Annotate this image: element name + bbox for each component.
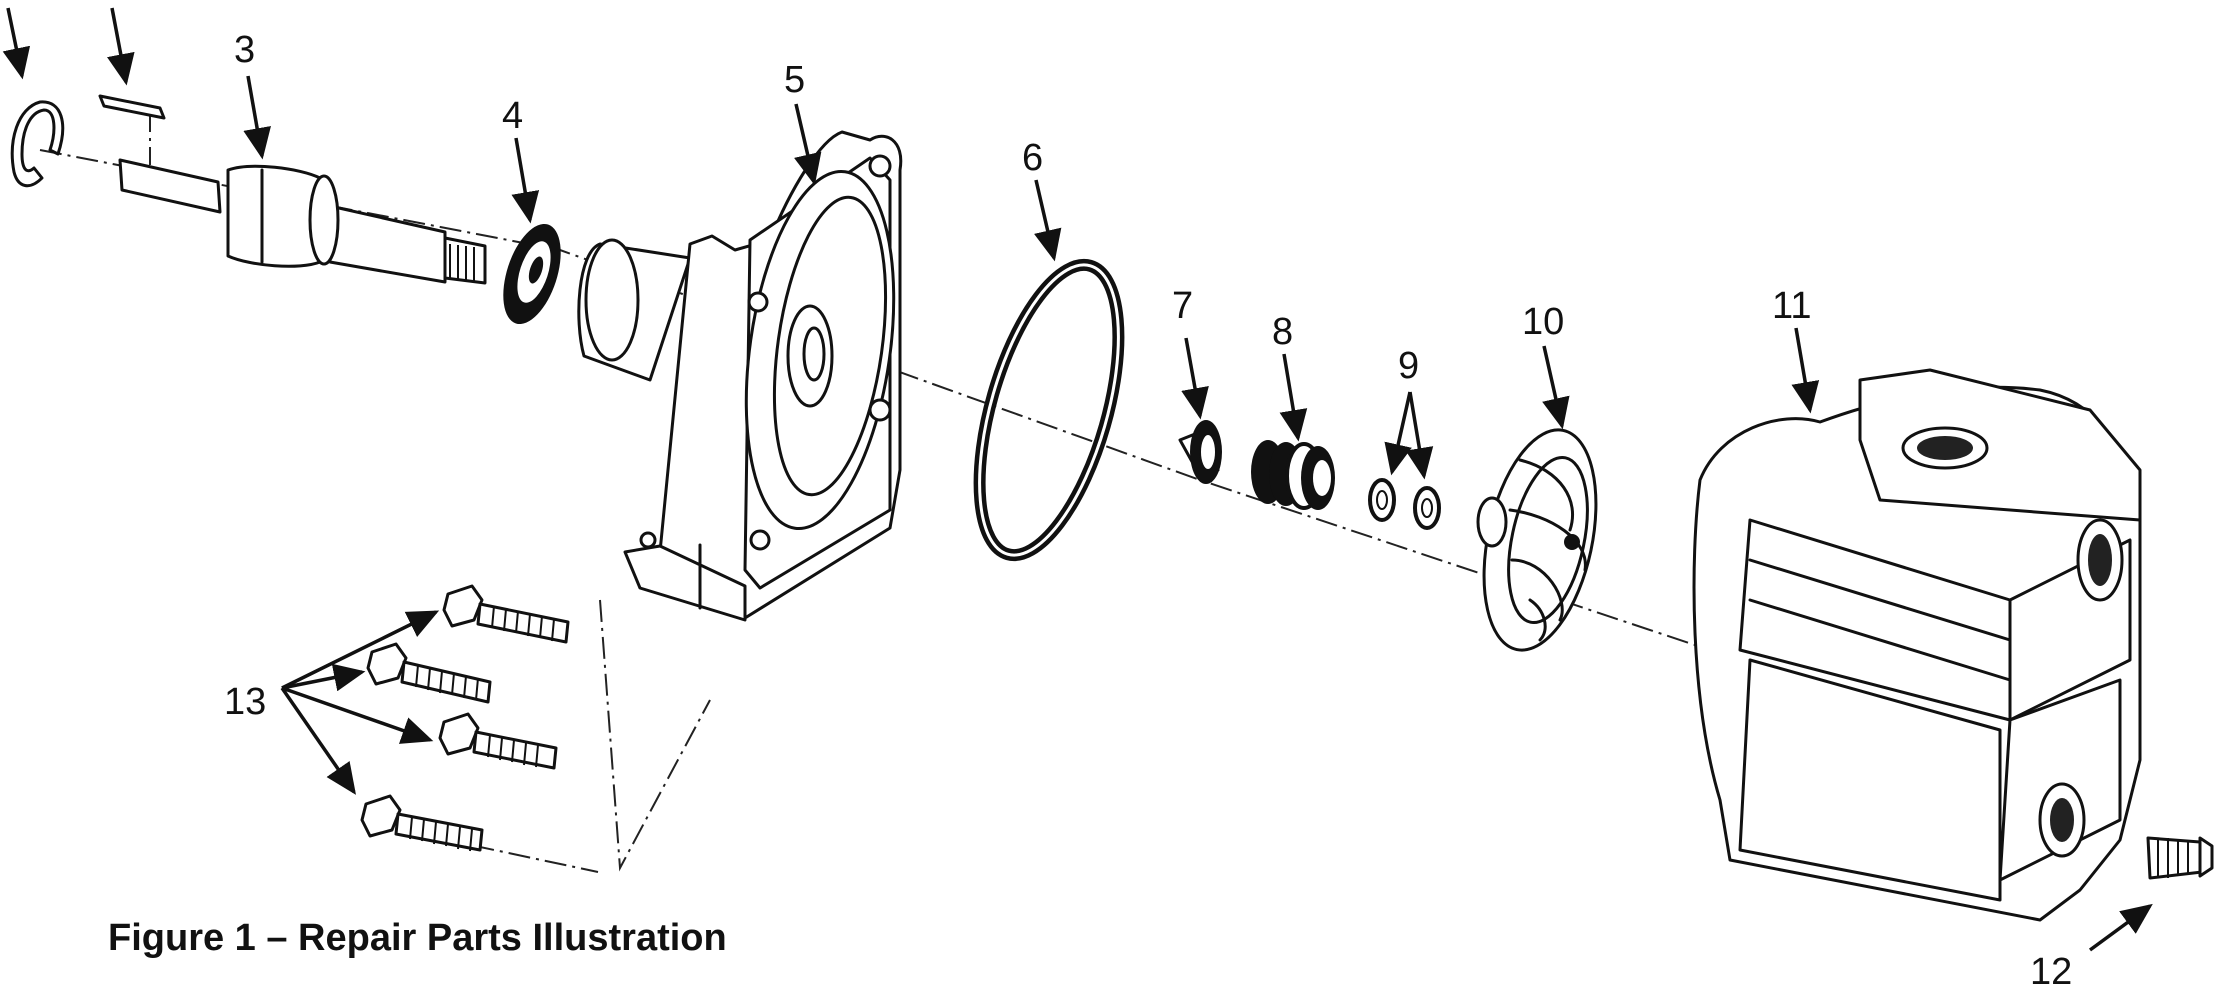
leader-arrows xyxy=(2,7,2153,952)
o-ring-gasket xyxy=(973,258,1125,562)
callout-4: 4 xyxy=(502,95,523,137)
capscrew xyxy=(442,584,570,644)
callout-7: 7 xyxy=(1172,285,1193,327)
capscrew xyxy=(366,642,492,704)
callout-labels: 3 4 5 6 7 8 9 10 11 12 13 xyxy=(224,29,2072,988)
callout-9: 9 xyxy=(1398,345,1419,387)
capscrew xyxy=(360,794,484,852)
callout-5: 5 xyxy=(784,59,805,101)
callout-3: 3 xyxy=(234,29,255,71)
pump-housing xyxy=(1692,368,2142,922)
washers xyxy=(1368,478,1441,530)
motor-shaft xyxy=(118,158,487,285)
capscrews xyxy=(360,584,570,852)
seal-seat xyxy=(1178,420,1222,484)
callout-6: 6 xyxy=(1022,137,1043,179)
seal-rotating-assembly xyxy=(1251,440,1335,510)
seal-plate-bracket xyxy=(577,130,903,622)
callout-10: 10 xyxy=(1522,301,1564,343)
callout-11: 11 xyxy=(1772,285,1811,327)
callout-12: 12 xyxy=(2030,951,2072,988)
drain-plug xyxy=(2146,836,2214,880)
callout-13: 13 xyxy=(224,681,266,723)
callout-8: 8 xyxy=(1272,311,1293,353)
capscrew xyxy=(438,712,558,770)
impeller xyxy=(1476,428,1598,652)
shaft-key xyxy=(98,94,166,120)
figure-caption: Figure 1 – Repair Parts Illustration xyxy=(108,917,727,959)
shaft-seal xyxy=(503,223,561,325)
retaining-ring xyxy=(10,100,65,188)
